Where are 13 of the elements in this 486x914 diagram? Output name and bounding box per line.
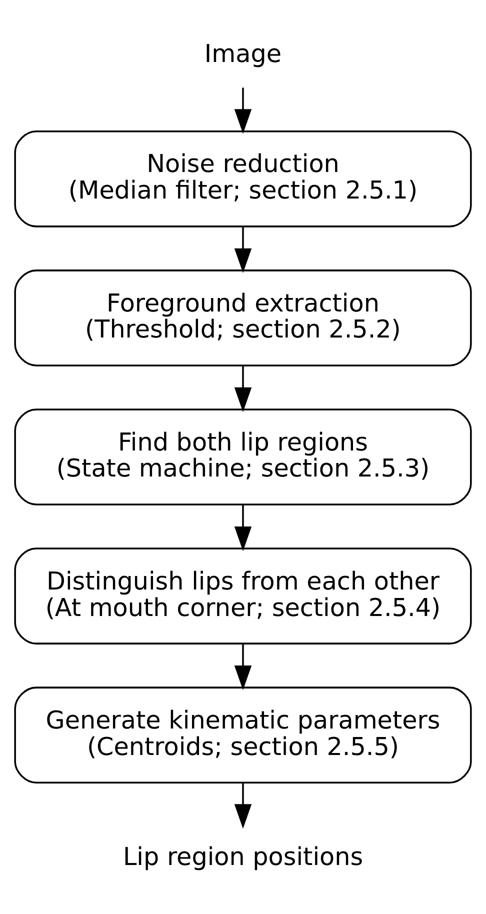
arrow [234, 366, 252, 412]
node-box: Distinguish lips from each other (At mouth corner; section 2.5.4) [14, 548, 472, 644]
node-box: Foreground extraction (Threshold; section 2.5.2) [14, 270, 472, 366]
arrow [234, 88, 252, 134]
arrow [234, 644, 252, 690]
node-text: Lip region positions [122, 842, 364, 871]
node-box: Find both lip regions (State machine; section 2.5.3) [14, 408, 472, 506]
arrow [234, 504, 252, 552]
node-text: Image [204, 39, 282, 68]
node-box: Generate kinematic parameters (Centroids; section 2.5.5) [14, 686, 472, 784]
arrow [234, 226, 252, 274]
node-box: Noise reduction (Median filter; section 2.5.1) [14, 130, 472, 228]
arrow [234, 782, 252, 829]
